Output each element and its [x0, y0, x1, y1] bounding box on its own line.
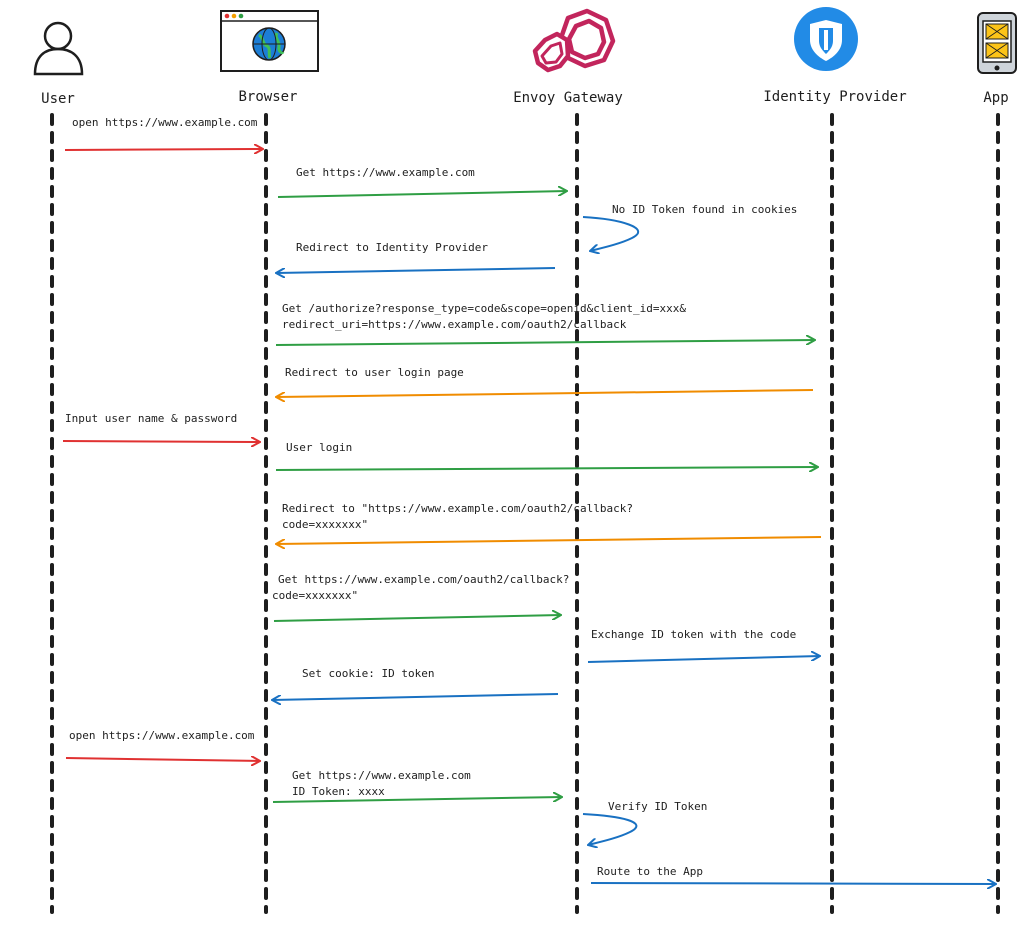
message-5: Get /authorize?response_type=code&scope=…: [275, 302, 815, 346]
message-6: Redirect to user login page: [276, 366, 814, 397]
message-15-label: Verify ID Token: [608, 800, 707, 813]
shield-icon: [794, 7, 858, 71]
message-11: Exchange ID token with the code: [587, 628, 820, 663]
message-5-label-line1: Get /authorize?response_type=code&scope=…: [282, 302, 686, 315]
message-9: Redirect to "https://www.example.com/oau…: [276, 502, 822, 544]
message-2-label: Get https://www.example.com: [296, 166, 475, 179]
message-4: Redirect to Identity Provider: [276, 241, 556, 273]
message-14: Get https://www.example.com ID Token: xx…: [272, 769, 562, 803]
message-11-label: Exchange ID token with the code: [591, 628, 796, 641]
message-12-label: Set cookie: ID token: [302, 667, 434, 680]
actor-label-user: User: [41, 91, 75, 107]
message-8: User login: [275, 441, 818, 470]
message-14-label-line2: ID Token: xxxx: [292, 785, 385, 798]
message-1-label: open https://www.example.com: [72, 116, 258, 129]
message-1: open https://www.example.com: [64, 116, 263, 150]
actor-label-gateway: Envoy Gateway: [513, 90, 623, 106]
message-16-label: Route to the App: [597, 865, 703, 878]
message-12: Set cookie: ID token: [272, 667, 559, 700]
lifelines: [50, 113, 1000, 914]
message-9-label-line1: Redirect to "https://www.example.com/oau…: [282, 502, 633, 515]
message-14-label-line1: Get https://www.example.com: [292, 769, 471, 782]
message-2: Get https://www.example.com: [277, 166, 567, 198]
browser-window-icon: [220, 10, 319, 72]
message-7-label: Input user name & password: [65, 412, 237, 425]
message-16: Route to the App: [590, 865, 996, 884]
user-icon: [33, 21, 84, 76]
message-4-label: Redirect to Identity Provider: [296, 241, 488, 254]
actor-label-browser: Browser: [238, 89, 297, 105]
envoy-logo-icon: [532, 8, 616, 73]
message-10-label-line2: code=xxxxxxx": [272, 589, 358, 602]
message-9-label-line2: code=xxxxxxx": [282, 518, 368, 531]
message-5-label-line2: redirect_uri=https://www.example.com/oau…: [282, 318, 627, 331]
actor-label-idp: Identity Provider: [763, 89, 906, 105]
actor-label-app: App: [983, 90, 1008, 106]
message-13: open https://www.example.com: [65, 729, 260, 761]
message-3-label: No ID Token found in cookies: [612, 203, 797, 216]
message-10: Get https://www.example.com/oauth2/callb…: [272, 573, 569, 622]
message-7: Input user name & password: [62, 412, 260, 442]
app-device-icon: [977, 12, 1017, 74]
message-13-label: open https://www.example.com: [69, 729, 255, 742]
message-3: No ID Token found in cookies: [582, 203, 797, 251]
message-6-label: Redirect to user login page: [285, 366, 464, 379]
message-15: Verify ID Token: [582, 800, 707, 845]
actor-labels: User Browser Envoy Gateway Identity Prov…: [41, 89, 1009, 107]
message-8-label: User login: [286, 441, 352, 454]
message-10-label-line1: Get https://www.example.com/oauth2/callb…: [278, 573, 569, 586]
